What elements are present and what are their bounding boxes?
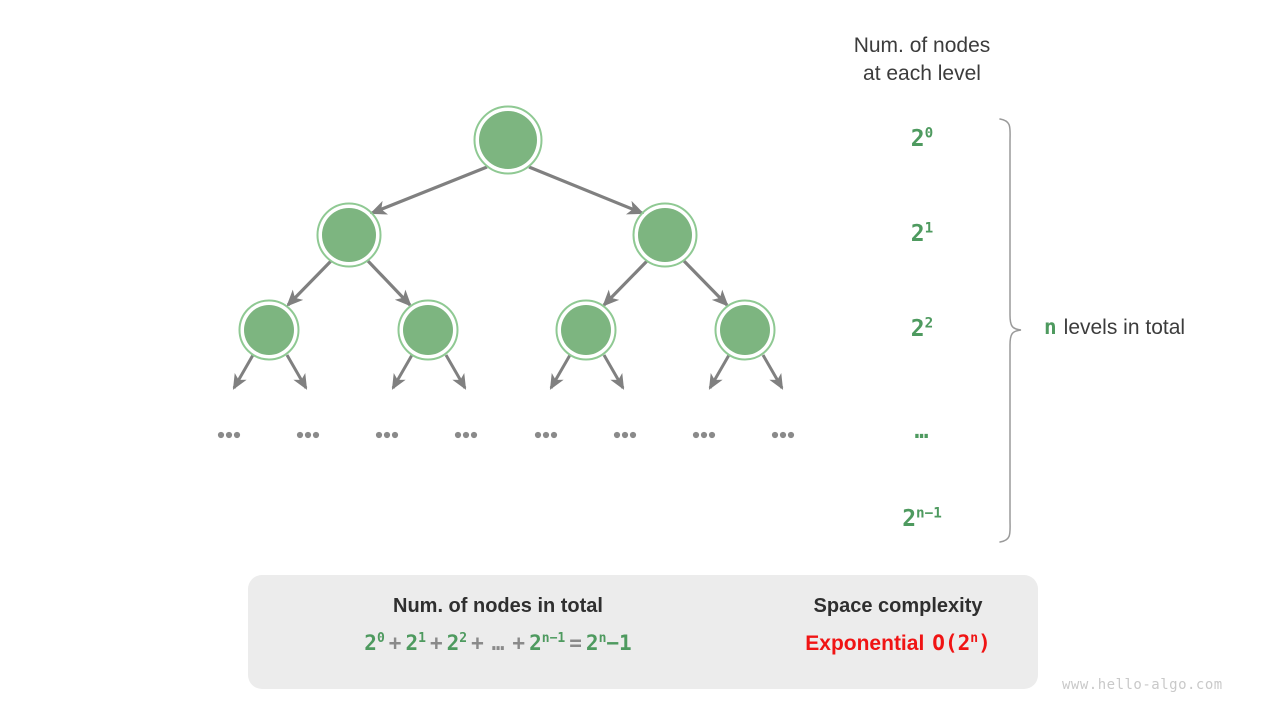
tree-ellipsis-6 bbox=[613, 431, 637, 439]
tree-ellipsis-5 bbox=[534, 431, 558, 439]
edge-l3d-left bbox=[708, 354, 731, 390]
formula-plus-0: + bbox=[388, 631, 402, 655]
edge-l3b-right bbox=[444, 354, 467, 390]
summary-panel bbox=[248, 575, 1038, 689]
total-levels-variable: n bbox=[1044, 315, 1057, 339]
tree-node-l2-1[interactable] bbox=[316, 202, 382, 268]
formula-plus-2: + bbox=[471, 631, 484, 655]
formula-term-1: 21 bbox=[405, 631, 426, 655]
level-label-0: 20 bbox=[867, 126, 977, 152]
complexity-word: Exponential bbox=[805, 632, 925, 655]
tree-ellipsis-4 bbox=[454, 431, 478, 439]
tree-edges-level3 bbox=[232, 354, 784, 390]
level-label-2-exp: 2 bbox=[924, 315, 934, 332]
level-label-2-base: 2 bbox=[910, 316, 925, 342]
level-label-2: 22 bbox=[867, 316, 977, 342]
tree-node-l3-4[interactable] bbox=[714, 299, 776, 361]
edge-root-left bbox=[369, 165, 488, 215]
formula-equals: = bbox=[569, 631, 582, 655]
summary-right: Space complexity Exponential O(2n) bbox=[790, 593, 1006, 657]
level-label-1: 21 bbox=[867, 221, 977, 247]
level-label-last-exp: n−1 bbox=[916, 505, 942, 522]
summary-formula: 20+21+22+…+2n−1=2n−1 bbox=[248, 630, 748, 656]
level-label-1-base: 2 bbox=[910, 221, 925, 247]
summary-complexity: Exponential O(2n) bbox=[790, 630, 1006, 657]
tree-node-l2-2[interactable] bbox=[632, 202, 698, 268]
tree-ellipsis-1 bbox=[217, 431, 241, 439]
tree-node-root[interactable] bbox=[473, 105, 543, 175]
tree-node-l3-3[interactable] bbox=[555, 299, 617, 361]
total-levels-note: n levels in total bbox=[1044, 315, 1185, 340]
tree-node-l3-1[interactable] bbox=[238, 299, 300, 361]
tree-ellipsis-2 bbox=[296, 431, 320, 439]
edge-l3a-right bbox=[285, 354, 308, 390]
levels-brace bbox=[999, 118, 1022, 543]
tree-edges-level1 bbox=[369, 165, 645, 215]
watermark: www.hello-algo.com bbox=[1062, 677, 1223, 693]
formula-plus-3: + bbox=[512, 631, 526, 655]
tree-nodes bbox=[238, 105, 776, 361]
summary-right-title: Space complexity bbox=[813, 595, 983, 617]
formula-term-2: 22 bbox=[446, 631, 468, 655]
edge-l2b-left bbox=[602, 259, 649, 307]
total-levels-text: levels in total bbox=[1063, 316, 1186, 339]
level-label-last-base: 2 bbox=[902, 506, 917, 532]
column-heading: Num. of nodes at each level bbox=[853, 34, 991, 85]
level-label-0-base: 2 bbox=[910, 126, 925, 152]
edge-l3c-right bbox=[602, 354, 625, 390]
level-label-ellipsis-base: … bbox=[914, 418, 930, 444]
summary-left: Num. of nodes in total 20+21+22+…+2n−1=2… bbox=[248, 593, 748, 656]
formula-plus-1: + bbox=[429, 631, 443, 655]
edge-l2b-right bbox=[682, 259, 729, 307]
edge-l3c-left bbox=[549, 354, 572, 390]
tree-edges-level2 bbox=[286, 259, 729, 307]
summary-left-title: Num. of nodes in total bbox=[393, 595, 603, 617]
edge-l2a-right bbox=[366, 259, 412, 307]
edge-l3b-left bbox=[391, 354, 414, 390]
formula-ellipsis: … bbox=[491, 631, 505, 655]
formula-term-0: 20 bbox=[364, 631, 385, 655]
edge-root-right bbox=[528, 165, 645, 215]
level-label-last: 2n−1 bbox=[867, 506, 977, 532]
level-label-1-exp: 1 bbox=[924, 220, 934, 237]
level-label-ellipsis: … bbox=[867, 418, 977, 444]
edge-l3a-left bbox=[232, 354, 255, 390]
edge-l2a-left bbox=[286, 259, 333, 307]
tree-node-l3-2[interactable] bbox=[397, 299, 459, 361]
tree-ellipsis-7 bbox=[692, 431, 716, 439]
formula-result: 2n−1 bbox=[585, 631, 632, 655]
edge-l3d-right bbox=[761, 354, 784, 390]
tree-ellipsis-row bbox=[217, 431, 795, 439]
tree-ellipsis-3 bbox=[375, 431, 399, 439]
level-label-0-exp: 0 bbox=[924, 125, 934, 142]
formula-term-4: 2n−1 bbox=[529, 631, 566, 655]
tree-ellipsis-8 bbox=[771, 431, 795, 439]
complexity-bigo: O(2n) bbox=[932, 631, 991, 655]
